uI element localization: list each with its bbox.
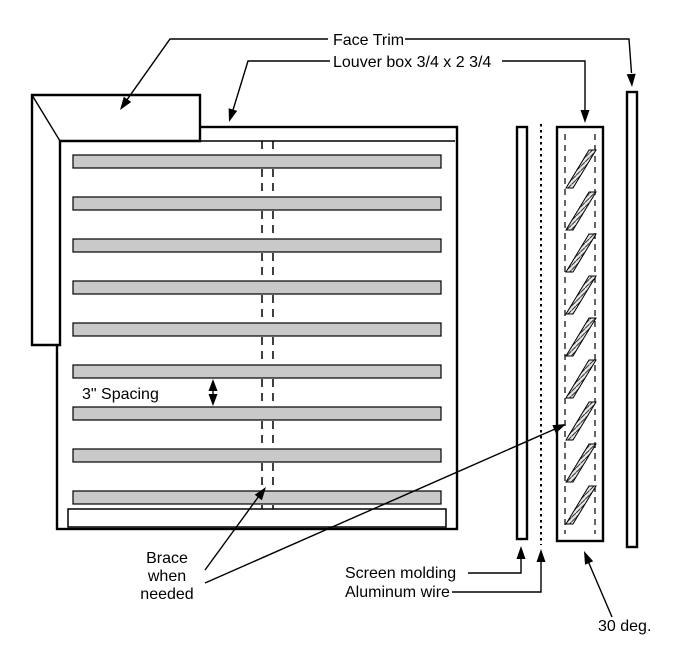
face-trim-strip	[625, 90, 639, 549]
angle-leader	[587, 560, 613, 618]
angle-label: 30 deg.	[598, 618, 651, 635]
screen-molding-leader	[468, 558, 522, 574]
arrowhead	[208, 394, 218, 406]
louver-slat	[72, 406, 442, 421]
arrowhead	[516, 546, 526, 559]
side-louver-slat	[565, 149, 597, 189]
louver-slat	[72, 490, 442, 505]
face-trim-miter-line	[31, 94, 61, 142]
louver-box-leader-left	[232, 60, 330, 111]
side-louver-slat	[565, 317, 597, 357]
brace-leader-long	[204, 428, 556, 584]
arrowhead	[254, 487, 266, 501]
spacing-label: 3" Spacing	[82, 386, 159, 403]
louver-front-view	[30, 93, 459, 531]
side-louver-slat	[565, 275, 597, 315]
side-view	[515, 90, 639, 549]
face-trim-label: Face Trim	[333, 32, 404, 49]
arrowhead	[120, 96, 132, 110]
arrowhead	[626, 73, 636, 87]
louver-slat	[72, 322, 442, 337]
brace-leader-short	[204, 495, 260, 571]
arrowhead	[228, 108, 238, 122]
arrowhead	[536, 549, 546, 562]
screen-molding-strip	[515, 125, 529, 541]
side-louver-slat	[565, 485, 597, 525]
louver-slat	[72, 154, 442, 169]
arrowhead	[580, 110, 590, 123]
face-trim-leader-left	[123, 38, 328, 105]
louver-slat	[72, 238, 442, 253]
side-louver-slat	[565, 443, 597, 483]
arrowhead	[552, 424, 566, 434]
louver-slat	[72, 196, 442, 211]
aluminum-wire-leader	[452, 561, 542, 593]
side-louver-slat	[565, 401, 597, 441]
arrowhead	[584, 551, 594, 565]
brace-label-line3: needed	[140, 586, 193, 603]
screen-molding-label: Screen molding	[345, 565, 456, 582]
side-louver-slat	[565, 359, 597, 399]
louver-slat	[72, 448, 442, 463]
labels: Face Trim Louver box 3/4 x 2 3/4 3" Spac…	[82, 32, 651, 635]
aluminum-wire-label: Aluminum wire	[345, 584, 450, 601]
louver-slat	[72, 364, 442, 379]
louver-box-leader-right	[502, 60, 586, 112]
bottom-rail	[67, 508, 447, 528]
face-trim-leader-right	[405, 38, 633, 74]
louver-slat	[72, 280, 442, 295]
brace-label-line1: Brace	[146, 550, 188, 567]
louver-box-label: Louver box 3/4 x 2 3/4	[333, 54, 491, 71]
brace-label-line2: when	[147, 568, 186, 585]
side-louver-slat	[565, 191, 597, 231]
annotations	[120, 38, 636, 618]
side-louver-slat	[565, 233, 597, 273]
arrowhead	[208, 379, 218, 391]
